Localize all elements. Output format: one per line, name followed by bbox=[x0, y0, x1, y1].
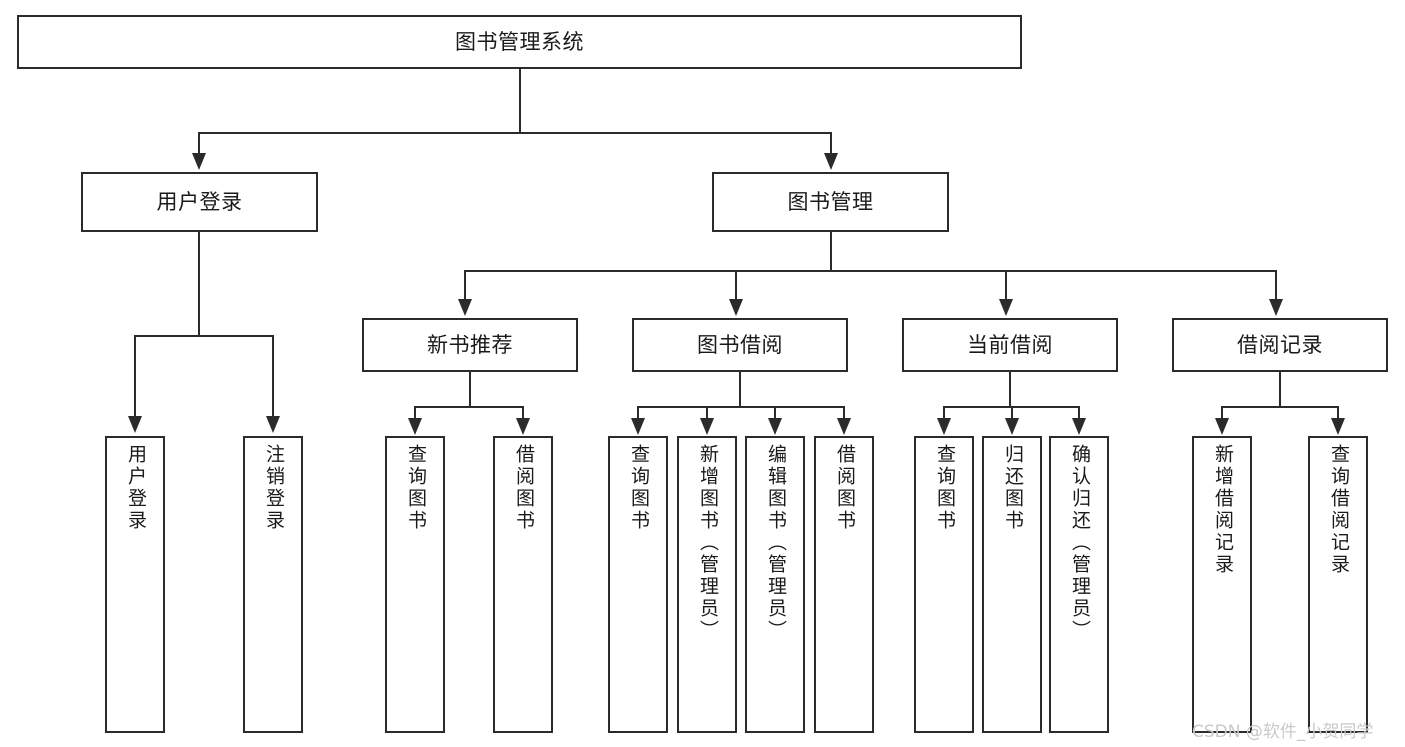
arrowhead-new-book-leaf-0 bbox=[408, 418, 422, 435]
connector-new-book-leaf-1 bbox=[522, 406, 524, 419]
node-label: 新增图书（管理员） bbox=[696, 444, 719, 642]
connector-root-to-book-mgmt bbox=[830, 132, 832, 154]
node-label: 归还图书 bbox=[1001, 444, 1024, 532]
node-label: 查询借阅记录 bbox=[1327, 444, 1350, 576]
node-borrow-record[interactable]: 借阅记录 bbox=[1172, 318, 1388, 372]
node-label: 新书推荐 bbox=[427, 332, 513, 357]
csdn-watermark: CSDN @软件_小贺同学 bbox=[1192, 717, 1373, 742]
node-label: 确认归还（管理员） bbox=[1068, 444, 1091, 642]
connector-user-login-stem bbox=[198, 232, 200, 336]
connector-book-borrow-leaf-1 bbox=[706, 406, 708, 419]
arrowhead-current-borrow-leaf-1 bbox=[1005, 418, 1019, 435]
node-label: 编辑图书（管理员） bbox=[764, 444, 787, 642]
leaf-book-borrow-query[interactable]: 查询图书 bbox=[608, 436, 668, 733]
arrowhead-book-borrow-leaf-3 bbox=[837, 418, 851, 435]
arrowhead-root-to-book-mgmt bbox=[824, 153, 838, 170]
arrowhead-book-borrow-leaf-0 bbox=[631, 418, 645, 435]
node-label: 用户登录 bbox=[156, 189, 243, 214]
leaf-book-borrow-edit[interactable]: 编辑图书（管理员） bbox=[745, 436, 805, 733]
connector-book-mgmt-child-2 bbox=[1005, 270, 1007, 300]
connector-root-stem bbox=[519, 69, 521, 133]
watermark-text: CSDN @软件_小贺同学 bbox=[1192, 722, 1374, 742]
arrowhead-book-mgmt-child-1 bbox=[729, 299, 743, 316]
connector-current-borrow-leaf-0 bbox=[943, 406, 945, 419]
arrowhead-current-borrow-leaf-2 bbox=[1072, 418, 1086, 435]
arrowhead-user-login-leaf-0 bbox=[128, 416, 142, 433]
connector-new-book-stem bbox=[469, 372, 471, 408]
arrowhead-borrow-record-leaf-1 bbox=[1331, 418, 1345, 435]
connector-current-borrow-stem bbox=[1009, 372, 1011, 408]
arrowhead-borrow-record-leaf-0 bbox=[1215, 418, 1229, 435]
leaf-new-book-query[interactable]: 查询图书 bbox=[385, 436, 445, 733]
connector-current-borrow-leaf-1 bbox=[1011, 406, 1013, 419]
node-book-borrow[interactable]: 图书借阅 bbox=[632, 318, 848, 372]
connector-book-borrow-leaf-2 bbox=[774, 406, 776, 419]
node-root-system[interactable]: 图书管理系统 bbox=[17, 15, 1022, 69]
arrowhead-root-to-user-login bbox=[192, 153, 206, 170]
connector-root-to-user-login bbox=[198, 132, 200, 154]
connector-book-mgmt-child-0 bbox=[464, 270, 466, 300]
connector-user-login-leaf-0 bbox=[134, 335, 136, 417]
node-book-management[interactable]: 图书管理 bbox=[712, 172, 949, 232]
connector-root-bus bbox=[198, 132, 832, 134]
connector-book-mgmt-child-1 bbox=[735, 270, 737, 300]
connector-book-borrow-leaf-0 bbox=[637, 406, 639, 419]
node-label: 借阅记录 bbox=[1237, 332, 1323, 357]
connector-new-book-bus bbox=[414, 406, 524, 408]
connector-book-mgmt-stem bbox=[830, 232, 832, 272]
connector-book-borrow-leaf-3 bbox=[843, 406, 845, 419]
connector-borrow-record-bus bbox=[1221, 406, 1339, 408]
node-label: 注销登录 bbox=[262, 444, 285, 532]
node-label: 新增借阅记录 bbox=[1211, 444, 1234, 576]
connector-user-login-bus bbox=[134, 335, 272, 337]
arrowhead-book-mgmt-child-0 bbox=[458, 299, 472, 316]
leaf-borrow-record-query[interactable]: 查询借阅记录 bbox=[1308, 436, 1368, 733]
node-label: 图书管理 bbox=[787, 189, 874, 214]
connector-borrow-record-leaf-0 bbox=[1221, 406, 1223, 419]
arrowhead-new-book-leaf-1 bbox=[516, 418, 530, 435]
connector-borrow-record-leaf-1 bbox=[1337, 406, 1339, 419]
node-label: 图书借阅 bbox=[697, 332, 783, 357]
node-user-login[interactable]: 用户登录 bbox=[81, 172, 318, 232]
node-label: 用户登录 bbox=[124, 444, 147, 532]
arrowhead-book-borrow-leaf-2 bbox=[768, 418, 782, 435]
leaf-current-borrow-query[interactable]: 查询图书 bbox=[914, 436, 974, 733]
connector-book-borrow-stem bbox=[739, 372, 741, 408]
arrowhead-book-mgmt-child-3 bbox=[1269, 299, 1283, 316]
node-label: 查询图书 bbox=[404, 444, 427, 532]
leaf-new-book-borrow[interactable]: 借阅图书 bbox=[493, 436, 553, 733]
node-label: 借阅图书 bbox=[833, 444, 856, 532]
node-label: 当前借阅 bbox=[967, 332, 1053, 357]
leaf-user-login-logout[interactable]: 注销登录 bbox=[243, 436, 303, 733]
node-current-borrow[interactable]: 当前借阅 bbox=[902, 318, 1118, 372]
leaf-user-login-login[interactable]: 用户登录 bbox=[105, 436, 165, 733]
connector-book-mgmt-child-3 bbox=[1275, 270, 1277, 300]
leaf-book-borrow-borrow[interactable]: 借阅图书 bbox=[814, 436, 874, 733]
node-new-book-recommend[interactable]: 新书推荐 bbox=[362, 318, 578, 372]
connector-book-borrow-bus bbox=[637, 406, 845, 408]
leaf-current-borrow-confirm[interactable]: 确认归还（管理员） bbox=[1049, 436, 1109, 733]
arrowhead-user-login-leaf-1 bbox=[266, 416, 280, 433]
connector-new-book-leaf-0 bbox=[414, 406, 416, 419]
arrowhead-book-borrow-leaf-1 bbox=[700, 418, 714, 435]
connector-current-borrow-leaf-2 bbox=[1078, 406, 1080, 419]
connector-book-mgmt-bus bbox=[464, 270, 1277, 272]
leaf-book-borrow-add[interactable]: 新增图书（管理员） bbox=[677, 436, 737, 733]
arrowhead-book-mgmt-child-2 bbox=[999, 299, 1013, 316]
node-label: 借阅图书 bbox=[512, 444, 535, 532]
node-label: 查询图书 bbox=[627, 444, 650, 532]
connector-borrow-record-stem bbox=[1279, 372, 1281, 408]
connector-user-login-leaf-1 bbox=[272, 335, 274, 417]
arrowhead-current-borrow-leaf-0 bbox=[937, 418, 951, 435]
leaf-current-borrow-return[interactable]: 归还图书 bbox=[982, 436, 1042, 733]
node-label: 图书管理系统 bbox=[455, 29, 584, 54]
leaf-borrow-record-add[interactable]: 新增借阅记录 bbox=[1192, 436, 1252, 733]
node-label: 查询图书 bbox=[933, 444, 956, 532]
